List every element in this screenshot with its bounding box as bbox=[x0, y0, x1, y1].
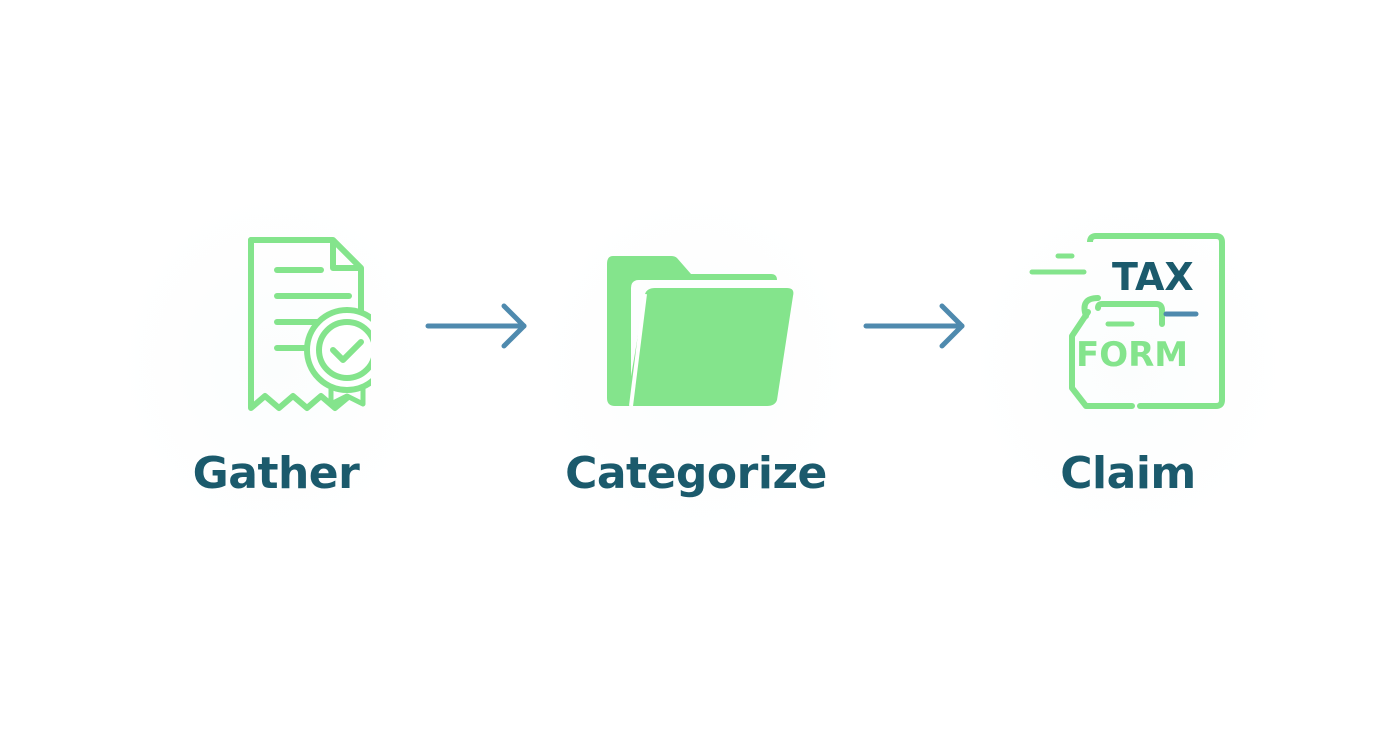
tax-form-line1: TAX bbox=[1112, 255, 1194, 299]
step-claim: TAX FORM Claim bbox=[978, 200, 1278, 530]
arrow-right-icon bbox=[863, 303, 965, 349]
step-label-gather: Gather bbox=[192, 448, 360, 499]
check-badge-icon bbox=[304, 307, 371, 407]
step-categorize: Categorize bbox=[546, 200, 846, 530]
tax-form-icon: TAX FORM bbox=[1029, 233, 1225, 409]
tax-form-line2: FORM bbox=[1076, 335, 1188, 375]
step-gather: Gather bbox=[126, 200, 426, 530]
step-label-claim: Claim bbox=[1060, 448, 1196, 499]
step-label-categorize: Categorize bbox=[565, 448, 827, 499]
arrow-right-icon bbox=[425, 303, 527, 349]
folder-icon bbox=[607, 256, 794, 407]
